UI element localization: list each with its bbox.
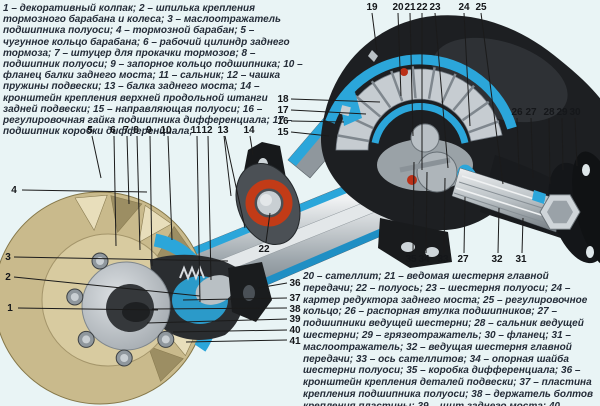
callout-14: 14 [243, 125, 255, 136]
legend-parts-1-17: 1 – декоративный колпак; 2 – шпилька кре… [3, 3, 303, 138]
callout-16: 16 [277, 116, 289, 127]
callout-27-bottom: 27 [457, 254, 469, 265]
callout-3: 3 [5, 252, 11, 263]
leader-lines [13, 12, 578, 343]
pinion-shaft-flange [451, 151, 600, 269]
callout-5: 5 [87, 125, 93, 136]
callout-38: 38 [289, 304, 301, 315]
callout-17: 17 [277, 105, 289, 116]
callout-24: 24 [458, 2, 470, 13]
callout-30: 30 [569, 107, 581, 118]
callout-20: 20 [392, 2, 404, 13]
callout-21: 21 [404, 2, 416, 13]
brake-spring [179, 265, 205, 281]
callout-4: 4 [11, 185, 17, 196]
callout-11: 11 [190, 125, 202, 136]
callout-18: 18 [277, 94, 289, 105]
callout-25: 25 [475, 2, 487, 13]
differential-gears [339, 50, 473, 193]
callout-19: 19 [366, 2, 378, 13]
callout-27-right: 27 [525, 107, 537, 118]
callout-6: 6 [110, 125, 116, 136]
legend-parts-20-41: 20 – сателлит; 21 – ведомая шестерня гла… [303, 271, 594, 406]
callout-32: 32 [491, 254, 503, 265]
callout-28: 28 [543, 107, 555, 118]
callout-41: 41 [289, 336, 301, 347]
lower-bracket [378, 218, 452, 268]
callout-37: 37 [289, 293, 301, 304]
callout-9: 9 [146, 125, 152, 136]
callout-1: 1 [7, 303, 13, 314]
callout-26: 26 [511, 107, 523, 118]
callout-36: 36 [289, 278, 301, 289]
callout-29: 29 [556, 107, 568, 118]
callout-12: 12 [201, 125, 213, 136]
callout-22-top: 22 [416, 2, 428, 13]
case-section-band [325, 54, 517, 130]
callout-10: 10 [160, 125, 172, 136]
brake-drum [0, 191, 245, 405]
callout-31: 31 [515, 254, 527, 265]
callout-40: 40 [289, 325, 301, 336]
ring-gear [335, 66, 503, 151]
callout-7: 7 [123, 125, 129, 136]
callout-34: 34 [418, 254, 430, 265]
callout-2: 2 [5, 272, 11, 283]
callout-8: 8 [133, 125, 139, 136]
callout-23: 23 [429, 2, 441, 13]
callout-33: 33 [437, 254, 449, 265]
callout-22-axle: 22 [258, 244, 270, 255]
callout-15: 15 [277, 127, 289, 138]
axle-bracket [228, 262, 272, 322]
callout-13: 13 [217, 125, 229, 136]
callout-35: 35 [405, 254, 417, 265]
callout-39: 39 [289, 314, 301, 325]
